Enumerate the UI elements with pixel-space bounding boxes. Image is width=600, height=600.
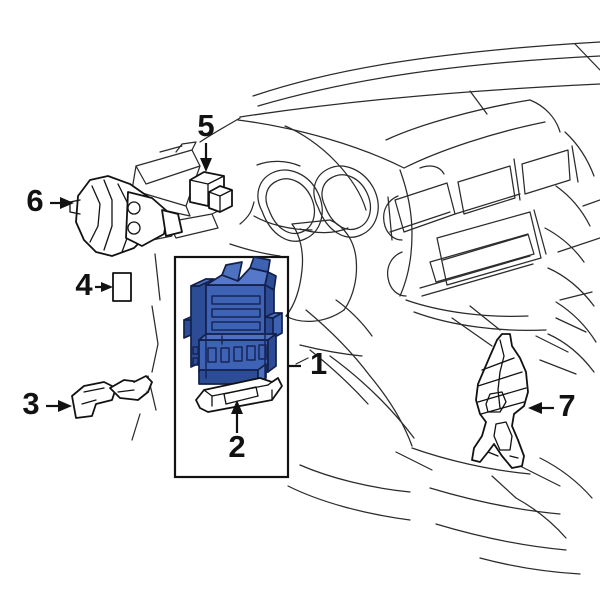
part-1-shape-highlighted bbox=[183, 256, 283, 385]
callout-number-3[interactable]: 3 bbox=[22, 386, 39, 421]
callout-number-1[interactable]: 1 bbox=[310, 346, 327, 381]
callout-number-6[interactable]: 6 bbox=[26, 183, 43, 218]
part-2-shape bbox=[195, 377, 283, 413]
part-7-shape bbox=[471, 333, 529, 469]
part-3-shape bbox=[71, 375, 153, 419]
part-6-shape bbox=[69, 175, 183, 257]
callout-number-7[interactable]: 7 bbox=[558, 388, 575, 423]
callout-number-5[interactable]: 5 bbox=[197, 108, 214, 143]
callout-number-4[interactable]: 4 bbox=[75, 267, 93, 302]
part-5-shape bbox=[189, 171, 233, 213]
dashboard-background bbox=[99, 41, 600, 575]
callout-leaders bbox=[46, 143, 554, 433]
callout-number-2[interactable]: 2 bbox=[228, 429, 245, 464]
part-4-shape bbox=[112, 272, 132, 302]
